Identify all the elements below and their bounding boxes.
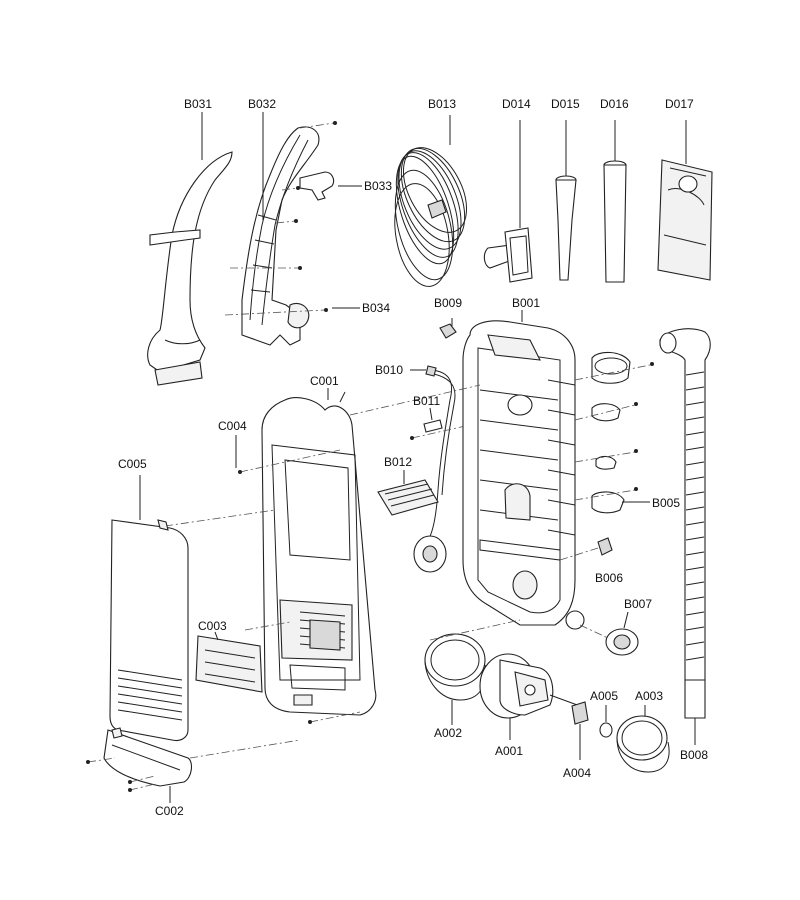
part-b032-handle-frame xyxy=(241,126,320,346)
dash-housing-link xyxy=(349,384,481,416)
label-c002: C002 xyxy=(155,804,184,818)
label-b032: B032 xyxy=(248,97,276,111)
dash-clip-2 xyxy=(574,404,636,421)
part-b033-cord-hook xyxy=(299,171,362,201)
label-a001: A001 xyxy=(495,744,523,758)
part-c005-filter-door xyxy=(109,475,189,742)
screw-icon xyxy=(308,720,312,724)
part-b013-power-cord xyxy=(394,115,468,287)
label-c004: C004 xyxy=(218,419,247,433)
part-a005-nut xyxy=(599,705,613,738)
label-b008: B008 xyxy=(680,748,708,762)
label-b034: B034 xyxy=(362,301,390,315)
part-b009-switch xyxy=(439,318,457,339)
label-c003: C003 xyxy=(198,619,227,633)
part-d014-upholstery-nozzle xyxy=(483,120,533,283)
part-b006-fitting xyxy=(559,537,613,561)
dash-c002 xyxy=(189,739,301,759)
screw-icon xyxy=(634,402,638,406)
screw-icon xyxy=(634,487,638,491)
dash-b032-screw-4 xyxy=(224,309,326,316)
screw-icon xyxy=(298,266,302,270)
screw-icon xyxy=(294,219,298,223)
part-d016-extension-wand xyxy=(603,120,627,283)
part-b031-handle-grip xyxy=(147,151,233,386)
screw-icon xyxy=(333,121,337,125)
label-b031: B031 xyxy=(184,97,212,111)
part-d017-dust-bag xyxy=(657,120,713,281)
screw-icon xyxy=(634,449,638,453)
label-c005: C005 xyxy=(118,457,147,471)
screw-icon xyxy=(324,308,328,312)
part-wheel xyxy=(413,535,447,573)
label-b010: B010 xyxy=(375,363,403,377)
dash-clip-3 xyxy=(574,451,636,463)
screw-icon xyxy=(296,186,300,190)
part-a004-fan xyxy=(571,701,589,760)
dash-c003 xyxy=(244,621,291,631)
dash-c005 xyxy=(164,509,276,527)
part-c001-front-cover xyxy=(261,388,377,716)
label-b033: B033 xyxy=(364,179,392,193)
part-b012-foam-filter xyxy=(377,470,439,516)
label-a004: A004 xyxy=(563,766,591,780)
part-b008-hose xyxy=(659,328,711,745)
part-a002-motor-ring xyxy=(424,633,487,725)
label-b006: B006 xyxy=(595,571,623,585)
dash-c004 xyxy=(239,449,341,473)
dash-b032-screw-top xyxy=(299,122,335,129)
part-b010-wire-harness xyxy=(410,365,456,549)
label-b012: B012 xyxy=(384,455,412,469)
label-b009: B009 xyxy=(434,296,462,310)
part-b001-main-housing xyxy=(462,310,585,630)
label-a002: A002 xyxy=(434,726,462,740)
dash-b032-screw-1 xyxy=(281,187,299,191)
dash-clip-4 xyxy=(574,489,636,501)
part-b011-bracket xyxy=(410,407,471,440)
label-d016: D016 xyxy=(600,97,629,111)
screw-icon xyxy=(650,362,654,366)
label-b001: B001 xyxy=(512,296,540,310)
part-a001-motor xyxy=(479,653,581,740)
dash-a002 xyxy=(429,619,521,641)
part-a003-sleeve xyxy=(616,705,670,773)
part-c002-bottom-cap xyxy=(86,727,193,803)
part-b007-ring xyxy=(579,611,639,656)
part-b005-hose-clips xyxy=(591,351,631,514)
dash-b032-screw-2 xyxy=(275,220,297,224)
dash-clip-1 xyxy=(574,364,651,381)
label-b011: B011 xyxy=(413,394,440,408)
label-a005: A005 xyxy=(590,689,618,703)
screw-icon xyxy=(238,470,242,474)
label-c001: C001 xyxy=(310,374,339,388)
part-c003-filter-pad xyxy=(195,631,263,693)
label-d014: D014 xyxy=(502,97,531,111)
label-d015: D015 xyxy=(551,97,580,111)
label-d017: D017 xyxy=(665,97,694,111)
leader-c001 xyxy=(339,391,346,403)
label-b013: B013 xyxy=(428,97,456,111)
label-b007: B007 xyxy=(624,597,652,611)
label-a003: A003 xyxy=(635,689,663,703)
label-b005: B005 xyxy=(652,496,680,510)
part-d015-crevice-tool xyxy=(555,120,577,281)
